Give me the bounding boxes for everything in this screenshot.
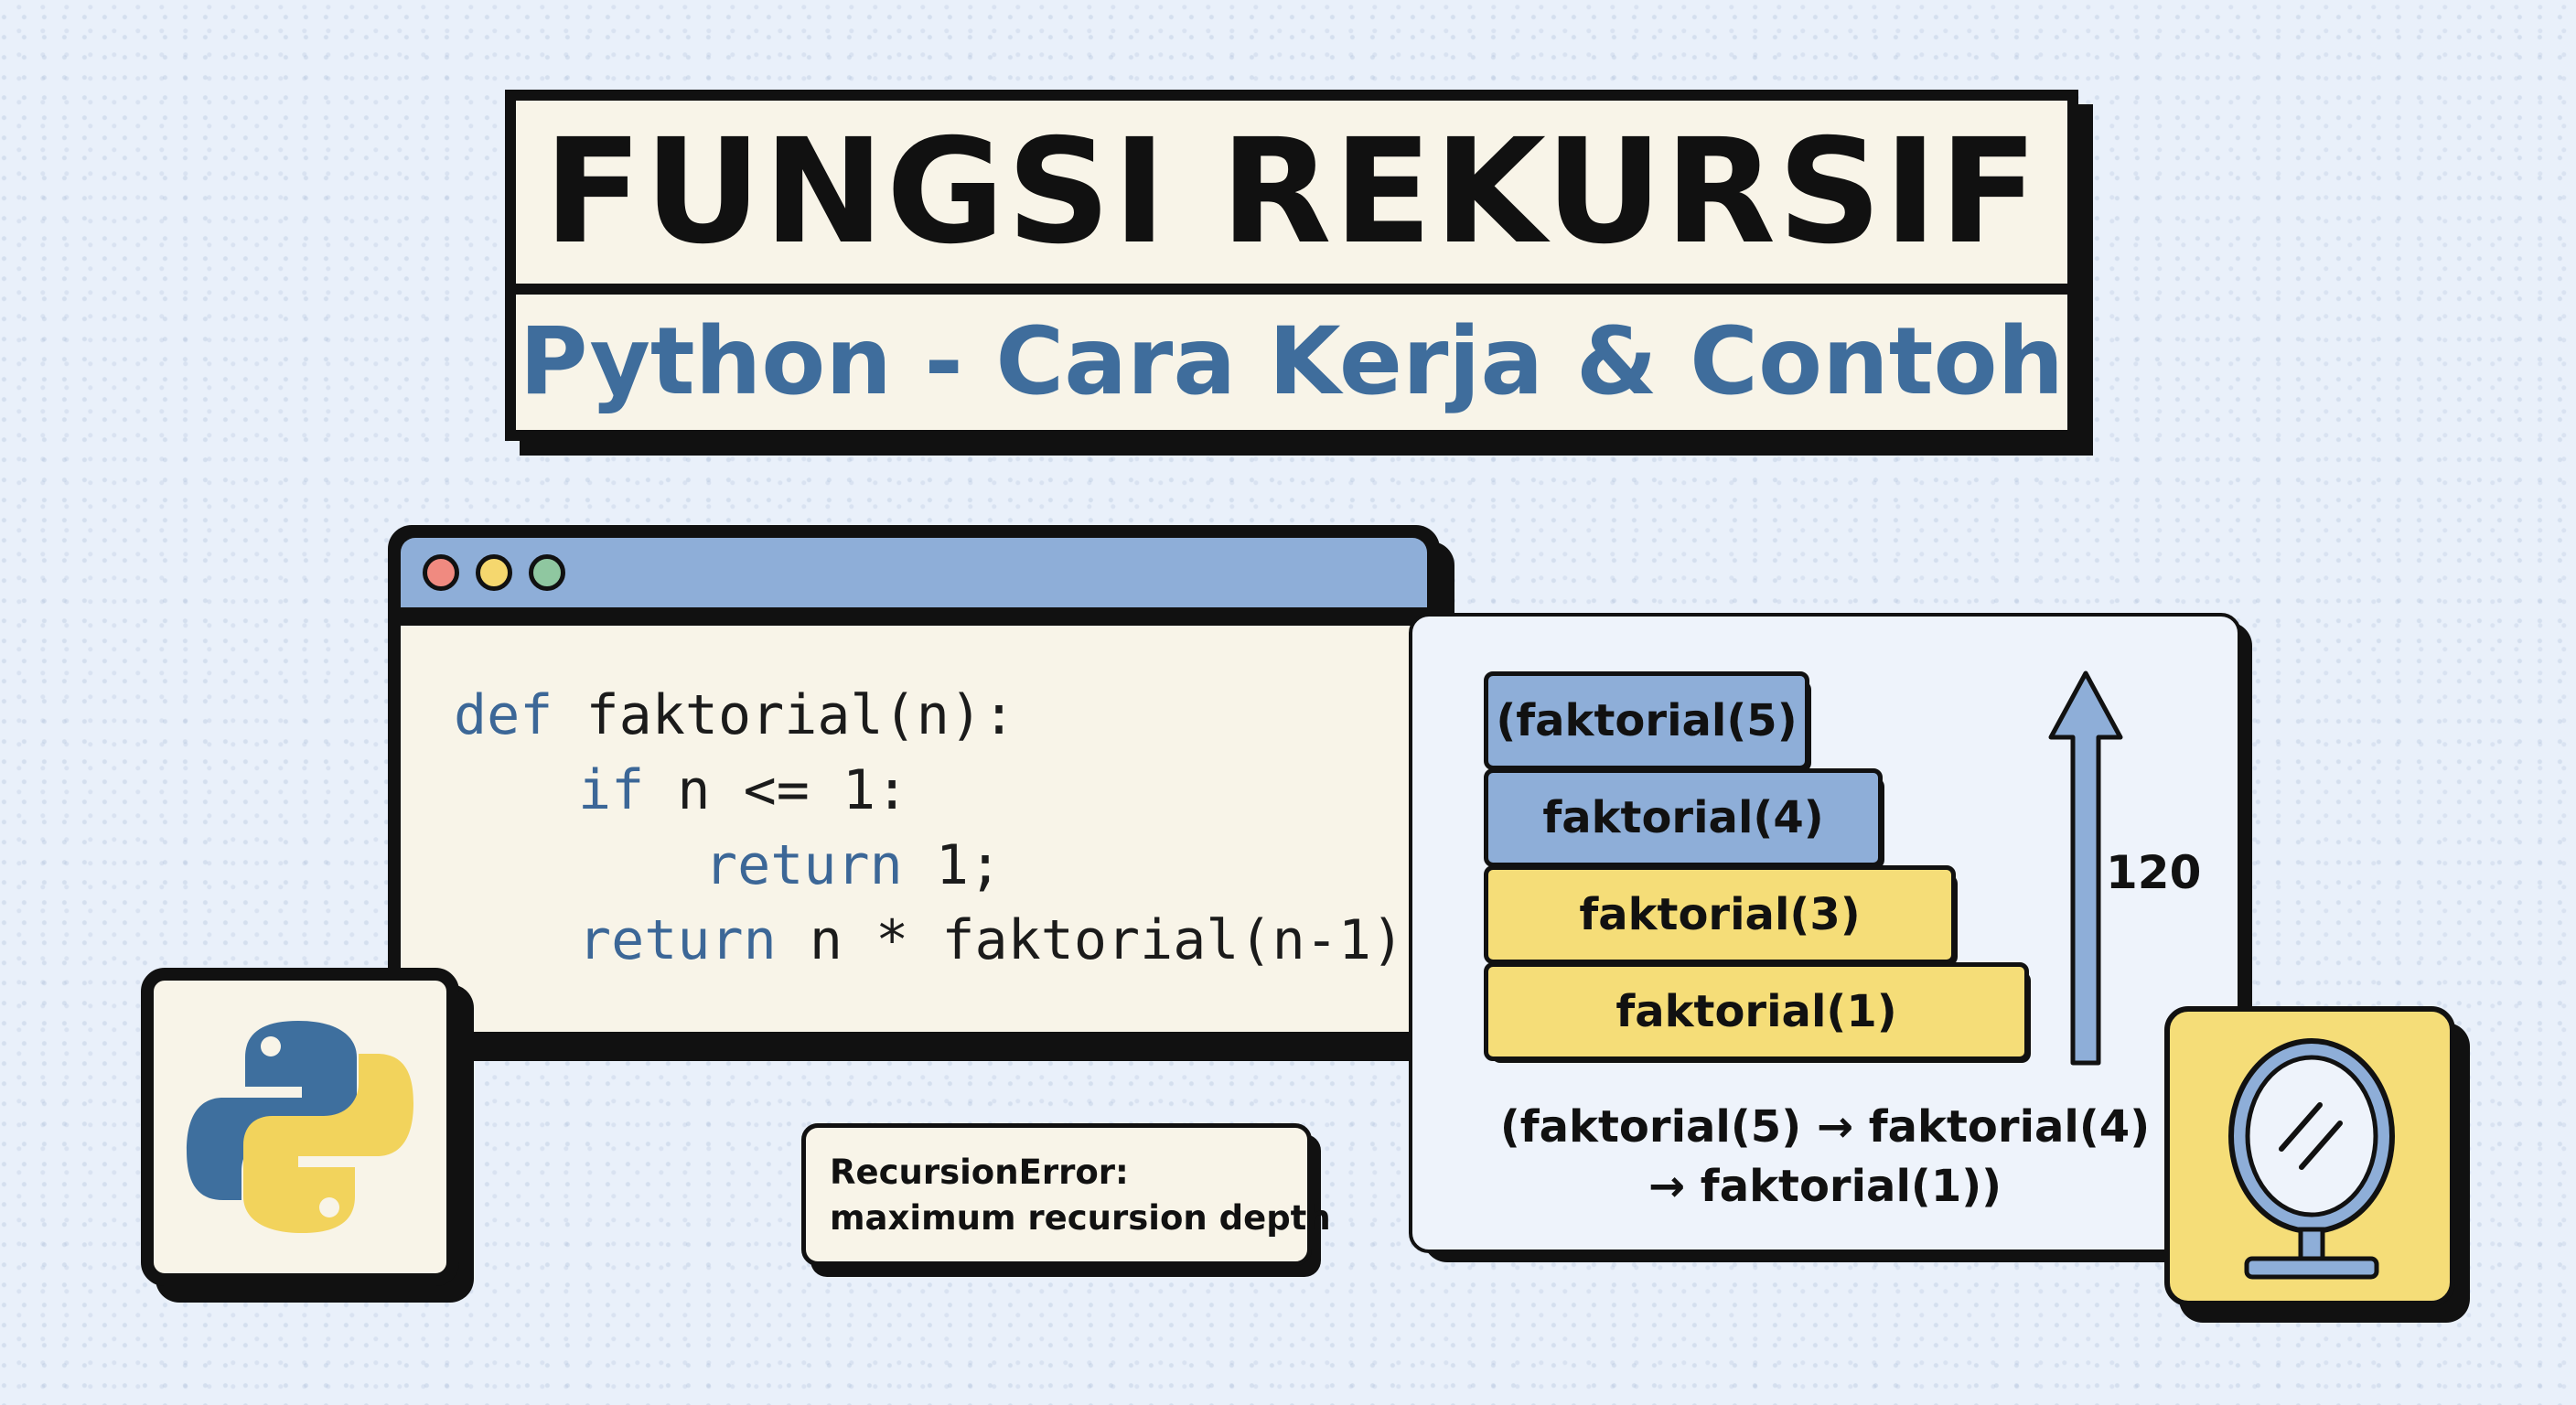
page-subtitle: Python - Cara Kerja & Contoh	[519, 307, 2065, 416]
python-logo-icon	[187, 1021, 413, 1233]
stack-frame-label: faktorial(1)	[1615, 986, 1897, 1037]
code-keyword: return	[578, 908, 777, 972]
python-logo-card	[141, 968, 459, 1286]
code-line-2: if n <= 1:	[578, 763, 908, 818]
code-editor: def faktorial(n): if n <= 1: return 1; r…	[401, 626, 1427, 1032]
call-trace-line-2: → faktorial(1))	[1648, 1160, 2002, 1212]
code-text: n * faktorial(n-1)	[776, 908, 1405, 972]
stack-frame-3: faktorial(3)	[1484, 865, 1956, 964]
mirror-icon	[2228, 1038, 2395, 1280]
stack-frame-label: faktorial(3)	[1579, 889, 1861, 940]
code-text: faktorial(n):	[553, 683, 1016, 747]
window-close-dot-icon	[423, 554, 459, 591]
call-trace: (faktorial(5) → faktorial(4) → faktorial(…	[1427, 1098, 2223, 1217]
code-window-titlebar	[401, 538, 1427, 617]
call-trace-line-1: (faktorial(5) → faktorial(4)	[1499, 1101, 2151, 1153]
stack-frame-1: (faktorial(5)	[1484, 671, 1809, 770]
code-keyword: return	[704, 833, 903, 897]
code-keyword: if	[578, 758, 645, 822]
window-maximize-dot-icon	[529, 554, 565, 591]
mirror-card	[2164, 1006, 2455, 1306]
error-type: RecursionError:	[830, 1153, 1129, 1192]
stack-frame-2: faktorial(4)	[1484, 768, 1883, 867]
title-panel: FUNGSI REKURSIF	[516, 101, 2067, 284]
window-minimize-dot-icon	[476, 554, 512, 591]
error-message: maximum recursion depth	[830, 1197, 1331, 1238]
code-line-1: def faktorial(n):	[454, 688, 1015, 743]
code-text: n <= 1:	[644, 758, 909, 822]
stack-frame-label: faktorial(4)	[1542, 792, 1824, 843]
return-value: 120	[2106, 846, 2202, 899]
code-text: 1;	[902, 833, 1003, 897]
code-line-4: return n * faktorial(n-1)	[578, 913, 1404, 968]
subtitle-panel: Python - Cara Kerja & Contoh	[516, 295, 2067, 430]
arrow-up-icon	[2048, 670, 2123, 1066]
code-line-3: return 1;	[704, 838, 1002, 893]
stack-frame-4: faktorial(1)	[1484, 962, 2029, 1061]
page-title: FUNGSI REKURSIF	[543, 108, 2040, 276]
recursion-error-note: RecursionError: maximum recursion depth	[801, 1123, 1331, 1266]
stack-frame-label: (faktorial(5)	[1496, 695, 1798, 746]
code-keyword: def	[454, 683, 553, 747]
